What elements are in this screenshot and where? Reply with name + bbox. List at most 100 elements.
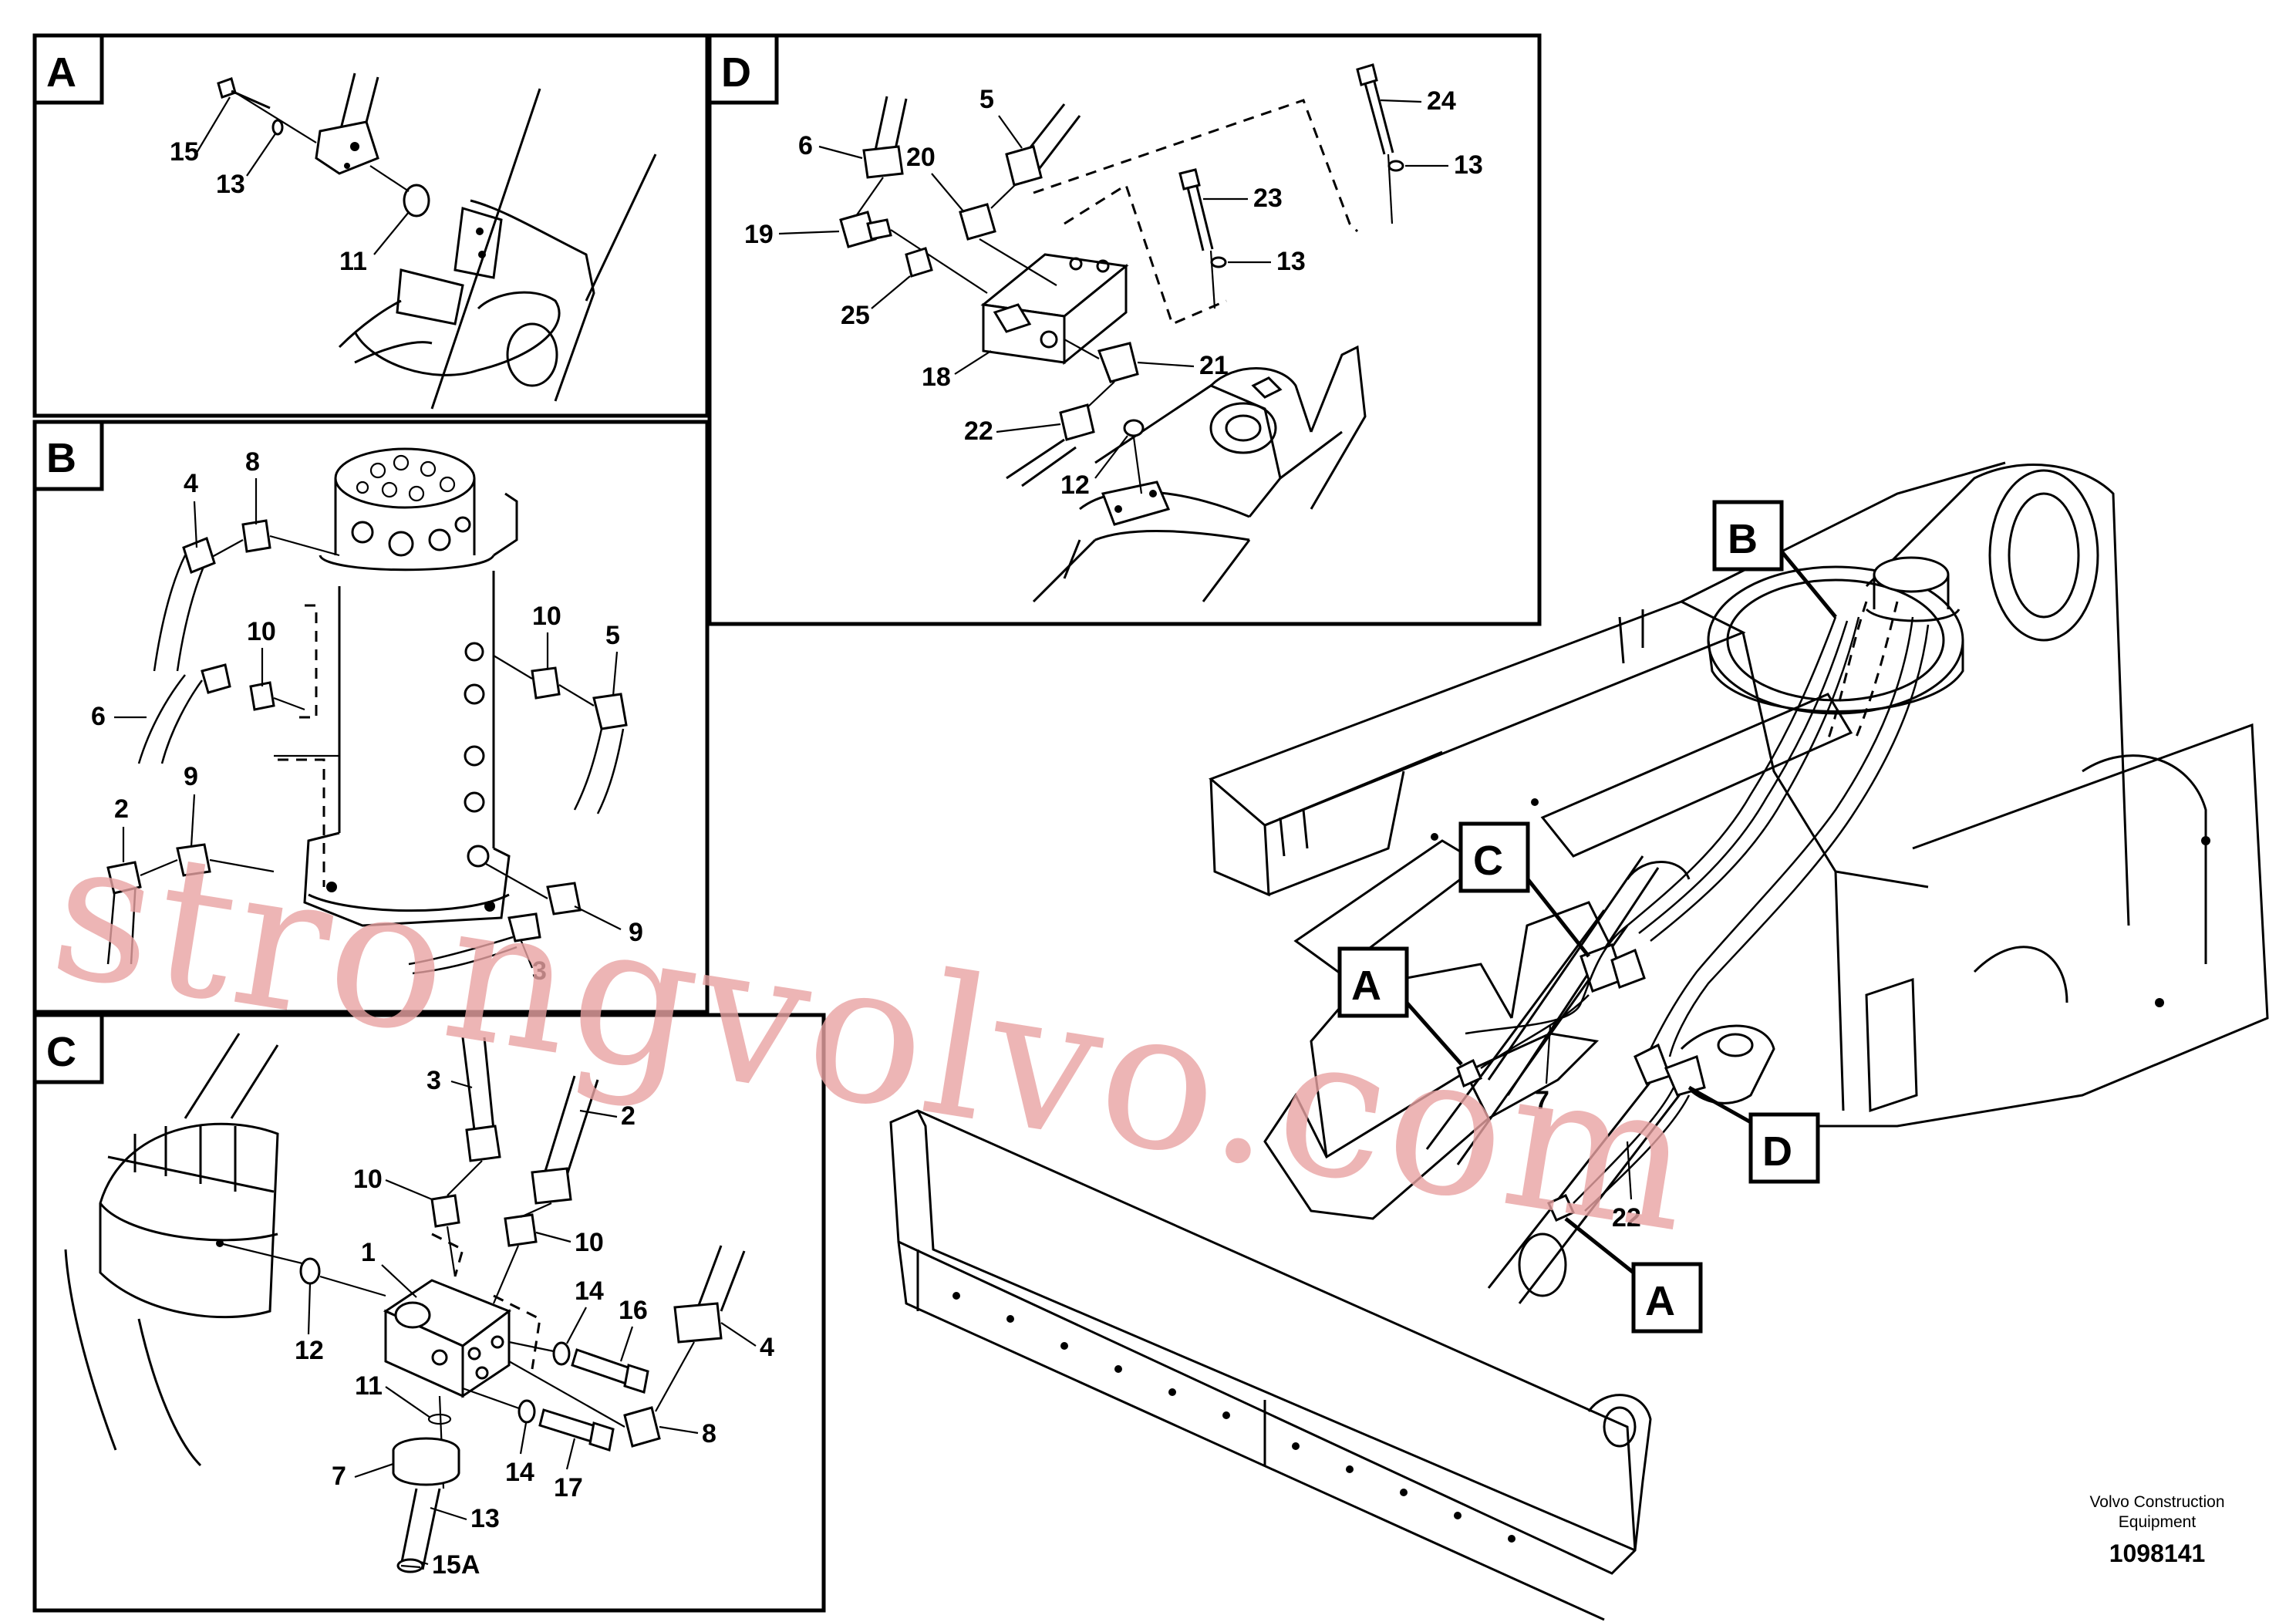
frame-rail [1268, 771, 1405, 896]
pin-tip [400, 1564, 421, 1569]
frame-detail [2082, 754, 2207, 964]
part-number: 11 [355, 1371, 383, 1401]
frame-detail [1973, 946, 2068, 1003]
part-number: 13 [216, 170, 245, 199]
axis-line [462, 1387, 520, 1410]
cylinder-line [107, 1155, 275, 1193]
o-ring [403, 184, 430, 218]
leader-line [871, 275, 911, 309]
leader-line [720, 1322, 757, 1347]
part-number: 7 [332, 1462, 346, 1491]
port [464, 642, 484, 662]
leader-line [193, 501, 198, 548]
part-number: 21 [1199, 351, 1229, 380]
blade-mount [1465, 1032, 1600, 1120]
hydraulic-hose [1649, 616, 1914, 1050]
axis-line [990, 183, 1017, 209]
brand-line-2: Equipment [2119, 1513, 2197, 1531]
axis-line [447, 1160, 483, 1196]
port [408, 485, 425, 502]
base-flange [303, 831, 511, 927]
cylinder-clevis [1680, 1024, 1775, 1104]
leader-line [373, 211, 410, 255]
frame-rail [1209, 778, 1270, 897]
bolt-hole [1508, 1535, 1515, 1543]
part-number: 2 [114, 794, 129, 824]
axis-line [209, 858, 275, 873]
hydraulic-hose [1480, 994, 1590, 1070]
dashed-leader [1064, 183, 1227, 326]
fitting [1547, 1194, 1575, 1222]
adapter-fitting [531, 666, 561, 700]
washer [1210, 256, 1227, 268]
cylinder-line [1202, 539, 1251, 602]
fitting-line [140, 858, 178, 877]
push-arm [1540, 693, 1853, 858]
washer [518, 1399, 536, 1424]
leader-line [1626, 1141, 1633, 1200]
axis-line [520, 1202, 552, 1219]
adapter-fitting [507, 912, 541, 943]
axis-line [855, 177, 884, 217]
panel-c-tag: C [46, 1029, 76, 1075]
hose-end [531, 1167, 572, 1205]
frame-bore [2008, 492, 2080, 619]
bolt-head [1178, 168, 1201, 191]
detail-panel-b: B [32, 420, 710, 1014]
axis-line [234, 92, 317, 143]
blade-cutting-edge [897, 1241, 1605, 1621]
cylinder-head [99, 1122, 279, 1319]
part-number: 9 [184, 762, 198, 791]
frame-side [1834, 871, 1845, 1111]
bolt-hole [1292, 1442, 1300, 1450]
part-number: 6 [798, 131, 813, 160]
adapter-fitting [1059, 403, 1095, 441]
leader-line [196, 96, 231, 153]
elbow-stub [866, 218, 892, 241]
pin-end [1225, 414, 1262, 442]
panel-c-tag-box [32, 1013, 104, 1084]
leader-line [818, 145, 863, 160]
callout-leader [1687, 1085, 1752, 1125]
pin-shank [421, 1488, 441, 1570]
axis-line [1387, 153, 1394, 224]
detail-panel-c: C [32, 1013, 826, 1613]
port [431, 1349, 448, 1366]
callout-leader [1564, 1217, 1635, 1274]
clamp-plate [396, 268, 464, 325]
part-number: 8 [245, 447, 260, 477]
pin-hole [506, 322, 558, 387]
bolt-dot [1149, 490, 1157, 497]
dashed-leader [431, 1233, 464, 1277]
part-number: 5 [605, 621, 620, 650]
hose-line [160, 679, 204, 764]
hose-line [542, 1075, 576, 1177]
hose-line [564, 1079, 599, 1181]
leader-line [420, 1560, 429, 1566]
leader-line [246, 132, 277, 177]
plug [394, 1301, 431, 1329]
elbow-fitting [176, 843, 211, 877]
leader-line [381, 1264, 417, 1298]
hose-line [461, 1037, 476, 1131]
part-number: 23 [1253, 184, 1283, 213]
leader-line [385, 1386, 431, 1418]
bolt-hole [1346, 1465, 1354, 1473]
push-frame [1510, 901, 1621, 1019]
port [388, 531, 414, 557]
fitting-line [211, 539, 244, 558]
bolt-head [623, 1364, 649, 1394]
callout-d-box [1748, 1112, 1820, 1184]
bolt-head [588, 1421, 615, 1452]
port [393, 454, 410, 471]
callout-b: B [1728, 516, 1758, 562]
cylinder-body [470, 199, 595, 402]
port [1096, 259, 1110, 273]
panel-d-tag-box [707, 33, 779, 105]
part-number: 10 [247, 617, 276, 646]
rod-line [64, 1249, 117, 1451]
callout-a2: A [1645, 1278, 1675, 1324]
part-number: 12 [1060, 470, 1090, 500]
port [464, 791, 485, 813]
leader-line [519, 1422, 528, 1455]
